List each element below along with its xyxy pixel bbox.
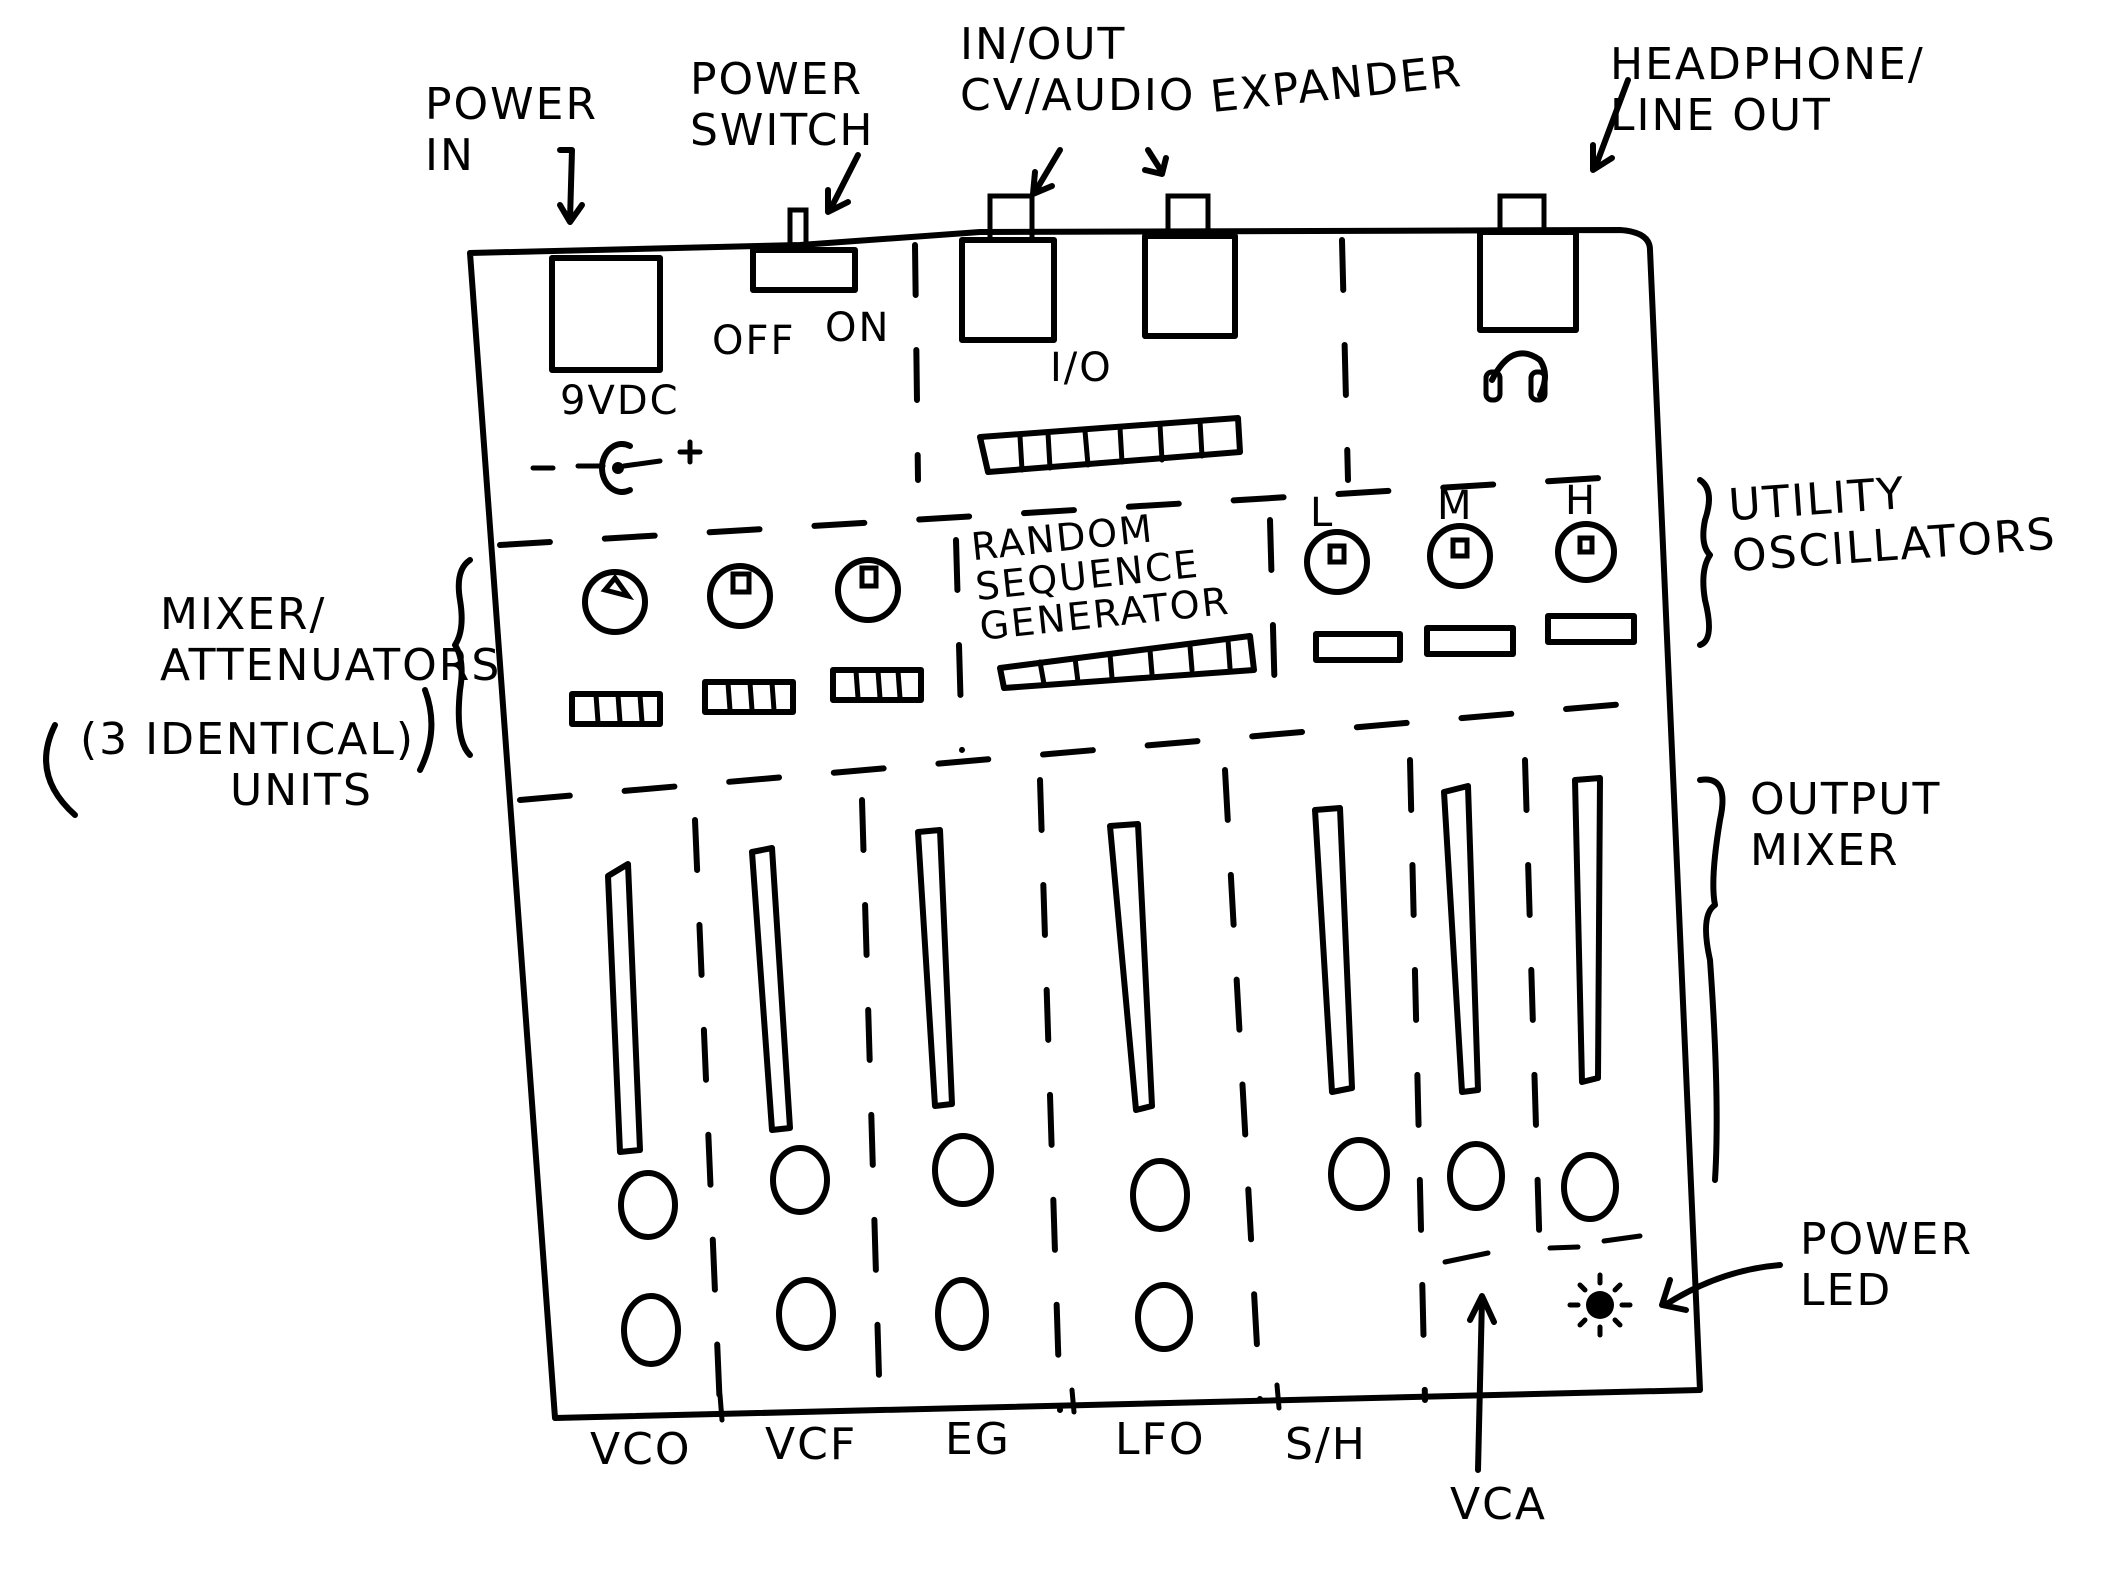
io-jack-2 xyxy=(1142,233,1238,339)
utility-osc-label-high: H xyxy=(1565,478,1598,524)
annotation-power-switch: POWER SWITCH xyxy=(690,54,875,156)
slider-eg xyxy=(915,827,955,1109)
mixer-unit-1 xyxy=(569,569,663,727)
divider-row-1 xyxy=(497,472,1653,548)
io-jack-2-tab xyxy=(1165,193,1211,239)
annotation-power-in: POWER IN xyxy=(425,79,599,181)
power-led-icon xyxy=(1567,1272,1633,1338)
power-switch-body xyxy=(750,247,858,293)
module-label-sh: S/H xyxy=(1285,1419,1367,1470)
power-jack-label: 9VDC xyxy=(560,378,680,424)
divider-mid-1 xyxy=(953,537,965,753)
annotation-line: MIXER/ xyxy=(160,589,327,640)
divider-mid-2 xyxy=(1267,517,1278,703)
arrow-power-in xyxy=(557,147,585,225)
annotation-headphone: HEADPHONE/ LINE OUT xyxy=(1610,39,1925,141)
utility-osc-low xyxy=(1304,529,1403,663)
utility-osc-label-mid: M xyxy=(1437,483,1474,529)
annotation-line: POWER xyxy=(690,54,864,105)
headphone-jack xyxy=(1477,229,1579,333)
arrow-power-led xyxy=(1659,1262,1783,1313)
annotation-line: SWITCH xyxy=(690,104,875,156)
power-switch-lever xyxy=(787,207,809,253)
annotation-line: MIXER xyxy=(1750,824,1900,876)
annotation-mixer-attenuators: MIXER/ ATTENUATORS xyxy=(160,589,502,691)
knob-row-1 xyxy=(618,1133,1619,1240)
brace-output xyxy=(1697,776,1726,1183)
annotation-output-mixer: OUTPUT MIXER xyxy=(1750,774,1942,876)
annotation-line: POWER xyxy=(1800,1214,1974,1265)
module-label-vco: VCO xyxy=(590,1424,692,1475)
annotation-power-led: POWER LED xyxy=(1800,1214,1974,1316)
slider-out-6 xyxy=(1441,783,1481,1095)
annotation-line: HEADPHONE/ xyxy=(1610,39,1925,90)
annotation-line: IN xyxy=(425,129,475,181)
arrow-power-switch xyxy=(825,152,861,215)
paren-identical-close xyxy=(417,687,435,773)
random-sequence-header xyxy=(997,633,1257,691)
arrow-io-1 xyxy=(1030,147,1063,197)
module-label-lfo: LFO xyxy=(1115,1414,1206,1465)
brace-mixer xyxy=(452,557,473,758)
headphone-icon xyxy=(1483,350,1548,403)
mixer-unit-2 xyxy=(702,563,796,715)
paren-identical-open xyxy=(43,722,78,818)
slider-out-7 xyxy=(1572,775,1603,1085)
slider-vco xyxy=(605,861,643,1155)
knob-row-2 xyxy=(621,1277,1193,1367)
brace-utility xyxy=(1697,477,1713,648)
utility-osc-mid xyxy=(1424,523,1516,657)
divider-top-1 xyxy=(912,242,921,483)
annotation-in-out: IN/OUT CV/AUDIO xyxy=(960,19,1196,121)
switch-off-label: OFF xyxy=(712,318,796,364)
utility-osc-label-low: L xyxy=(1310,490,1335,536)
slider-vcf xyxy=(749,845,793,1133)
annotation-line: CV/AUDIO xyxy=(960,69,1196,121)
module-label-eg: EG xyxy=(945,1414,1011,1465)
annotation-identical-units: (3 IDENTICAL) UNITS xyxy=(80,714,416,816)
slider-lfo xyxy=(1107,821,1155,1113)
mixer-unit-3 xyxy=(830,557,924,703)
power-jack xyxy=(549,255,663,373)
arrow-vca xyxy=(1467,1293,1497,1473)
io-label: I/O xyxy=(1050,345,1113,391)
arrow-headphone xyxy=(1590,77,1631,173)
random-sequence-generator-label: RANDOM SEQUENCE GENERATOR xyxy=(969,502,1232,648)
switch-on-label: ON xyxy=(825,305,891,351)
io-jack-1-tab xyxy=(987,193,1035,243)
headphone-jack-tab xyxy=(1497,193,1547,235)
annotation-line: LED xyxy=(1800,1264,1893,1316)
annotation-line: IN/OUT xyxy=(960,19,1127,70)
module-label-vcf: VCF xyxy=(765,1419,858,1470)
annotation-line: UNITS xyxy=(230,764,373,816)
annotation-line: ATTENUATORS xyxy=(160,639,502,691)
annotation-line: LINE OUT xyxy=(1610,89,1832,141)
annotation-line: (3 IDENTICAL) xyxy=(80,714,416,765)
io-pin-header xyxy=(977,415,1243,475)
io-jack-1 xyxy=(959,237,1057,343)
dc-polarity-symbol xyxy=(530,439,703,495)
annotation-vca: VCA xyxy=(1450,1479,1547,1530)
divider-row-2 xyxy=(517,697,1673,803)
arrow-io-2 xyxy=(1142,147,1169,177)
divider-top-2 xyxy=(1339,237,1351,483)
utility-osc-high xyxy=(1545,521,1637,645)
annotation-line: POWER xyxy=(425,79,599,130)
slider-sh xyxy=(1312,805,1355,1095)
annotation-line: OUTPUT xyxy=(1750,774,1942,825)
panel-outline xyxy=(467,227,1703,1421)
